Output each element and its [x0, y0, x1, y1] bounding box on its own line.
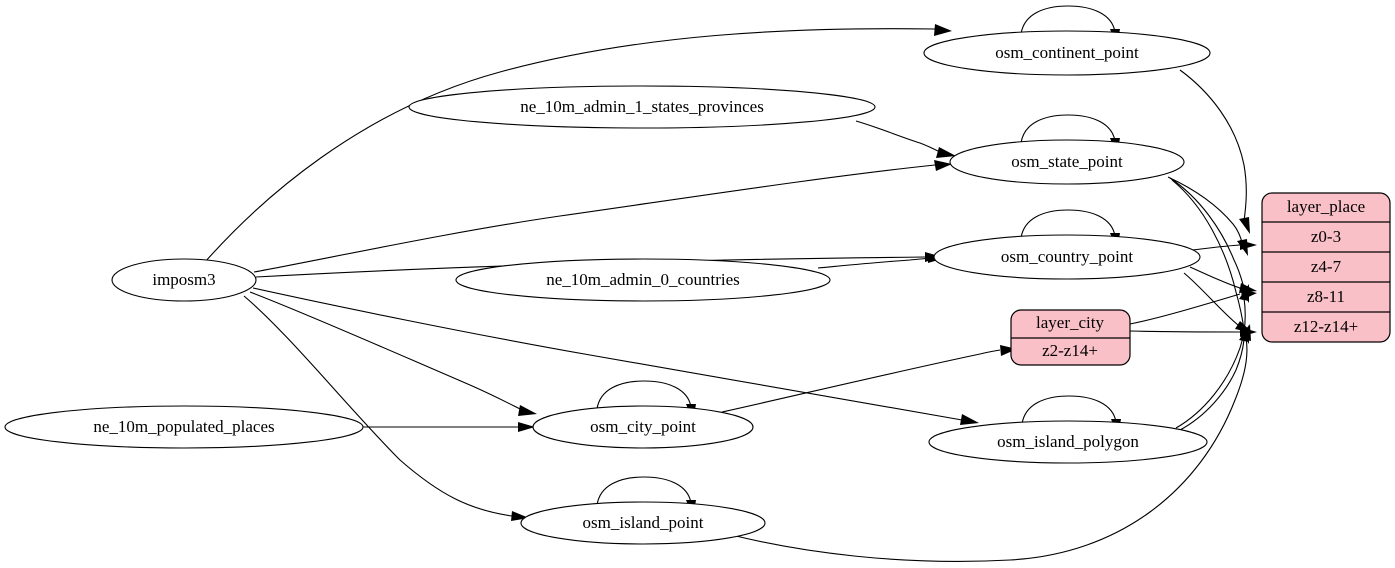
node-osm_continent_point[interactable]: osm_continent_point: [923, 30, 1211, 76]
node-osm_country_point[interactable]: osm_country_point: [933, 234, 1201, 280]
node-ne_10m_populated_places[interactable]: ne_10m_populated_places: [4, 405, 364, 449]
node-osm_island_point-label: osm_island_point: [583, 513, 704, 532]
arrowhead-country-z4-7: [1240, 240, 1257, 250]
node-osm_city_point-label: osm_city_point: [590, 417, 696, 436]
edge-imposm3-to-osm_continent_point: [204, 28, 936, 263]
edge-layer_city-to-layer_place-z12-z14plus: [1129, 330, 1241, 333]
arrowhead-imposm3-osm_state_point: [934, 160, 952, 171]
layer_place-row-z4-7[interactable]: z4-7: [1311, 257, 1342, 276]
node-osm_country_point-label: osm_country_point: [1001, 247, 1133, 266]
edge-osm_state_point-to-layer_place-z4-7: [1167, 176, 1243, 243]
edge-layer_city-to-layer_place-z8-11: [1129, 293, 1241, 325]
self-loop-osm_continent_point: [1020, 5, 1116, 35]
node-ne_10m_admin_0_countries-label: ne_10m_admin_0_countries: [546, 270, 740, 289]
node-osm_state_point[interactable]: osm_state_point: [949, 139, 1185, 185]
layer_place-row-z12-z14plus[interactable]: z12-z14+: [1294, 317, 1358, 336]
edge-osm_country_point-to-layer_place-z4-7: [1191, 244, 1241, 251]
self-loop-osm_country_point: [1020, 209, 1116, 239]
edge-osm_island_polygon-to-layer_place-z12-z14plus: [1179, 339, 1245, 431]
node-ne_10m_admin_1_states_provinces[interactable]: ne_10m_admin_1_states_provinces: [408, 85, 876, 129]
arrowhead-imposm3-osm_continent_point: [934, 24, 952, 36]
edge-osm_state_point-to-layer_place-z8-11: [1169, 177, 1245, 289]
edge-imposm3-to-osm_state_point: [253, 164, 936, 273]
edge-osm_country_point-to-layer_place-z8-11: [1189, 266, 1241, 289]
edge-ne_10m_admin_1_states_provinces-to-osm_state_point: [855, 120, 941, 153]
node-osm_island_point[interactable]: osm_island_point: [520, 501, 766, 545]
arrowhead-imposm3-osm_island_polygon: [960, 414, 979, 425]
arrowhead-ne1-osm_state_point: [936, 147, 956, 158]
node-imposm3-label: imposm3: [152, 270, 215, 289]
node-layer_place[interactable]: layer_place z0-3 z4-7 z8-11 z12-z14+: [1261, 192, 1391, 343]
self-loop-osm_state_point: [1020, 114, 1116, 144]
source-node-layer: imposm3 ne_10m_admin_1_states_provinces …: [4, 85, 876, 449]
arrowhead-island_polygon-z8-11: [1239, 284, 1249, 301]
node-osm_island_polygon[interactable]: osm_island_polygon: [928, 420, 1208, 464]
self-loop-osm_island_point: [596, 476, 692, 506]
layer_city-row-z2-z14plus[interactable]: z2-z14+: [1042, 341, 1098, 360]
layer_place-row-z8-11[interactable]: z8-11: [1307, 287, 1345, 306]
edge-osm_island_point-to-layer_place-z12-z14plus: [731, 337, 1248, 562]
record-node-layer: layer_place z0-3 z4-7 z8-11 z12-z14+ lay…: [1010, 192, 1391, 366]
node-osm_city_point[interactable]: osm_city_point: [532, 405, 754, 449]
layer_place-row-z0-3[interactable]: z0-3: [1311, 227, 1341, 246]
edge-imposm3-to-osm_island_polygon: [252, 287, 963, 421]
edge-osm_country_point-to-layer_place-z12-z14plus: [1183, 272, 1239, 326]
edge-osm_continent_point-to-layer_place-z0-3: [1179, 69, 1247, 222]
node-layer_city[interactable]: layer_city z2-z14+: [1010, 309, 1131, 366]
edge-osm_city_point-to-layer_city-z2-z14plus: [721, 349, 1001, 413]
node-osm_state_point-label: osm_state_point: [1011, 152, 1123, 171]
edge-osm_state_point-to-layer_place-z12-z14plus: [1171, 179, 1245, 331]
arrowhead-imposm3-osm_city_point: [518, 405, 537, 416]
node-ne_10m_populated_places-label: ne_10m_populated_places: [93, 417, 274, 436]
node-ne_10m_admin_0_countries[interactable]: ne_10m_admin_0_countries: [455, 258, 831, 302]
edge-osm_island_polygon-to-layer_place-z8-11: [1175, 297, 1246, 429]
layer_place-header-label: layer_place: [1287, 197, 1365, 216]
arrowhead-city-layer_city: [1000, 345, 1017, 356]
edge-ne_10m_admin_0_countries-to-osm_country_point: [817, 257, 929, 269]
node-osm_island_polygon-label: osm_island_polygon: [997, 432, 1139, 451]
arrowhead-continent-z0-3: [1239, 217, 1250, 234]
arrowhead-nepop-osm_city_point: [518, 422, 535, 432]
table-node-layer: osm_continent_point osm_state_point osm_…: [520, 30, 1211, 545]
edge-imposm3-to-osm_island_point: [243, 295, 513, 517]
self-loop-osm_island_polygon: [1021, 395, 1117, 425]
layer_city-header-label: layer_city: [1036, 313, 1104, 332]
node-osm_continent_point-label: osm_continent_point: [995, 43, 1139, 62]
self-loop-osm_city_point: [596, 380, 692, 410]
arrowhead-island_point-z12: [1241, 324, 1251, 341]
node-ne_10m_admin_1_states_provinces-label: ne_10m_admin_1_states_provinces: [520, 97, 764, 116]
edge-imposm3-to-osm_city_point: [249, 291, 523, 411]
node-imposm3[interactable]: imposm3: [111, 258, 257, 302]
